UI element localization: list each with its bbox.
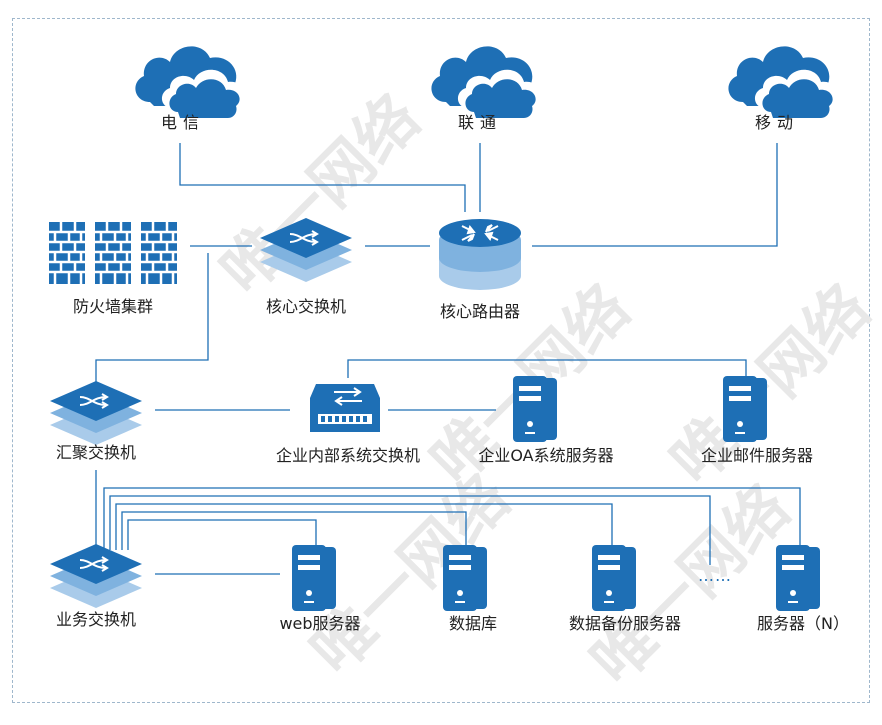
label-oa-server: 企业OA系统服务器 <box>478 446 614 465</box>
label-unicom: 联通 <box>457 113 503 132</box>
label-server-n: 服务器（N） <box>757 614 849 633</box>
server-icon-mail <box>723 376 767 442</box>
firewall-icon-2 <box>93 220 133 286</box>
label-database: 数据库 <box>448 614 498 633</box>
firewall-icon-3 <box>139 220 179 286</box>
label-backup-server: 数据备份服务器 <box>568 614 682 633</box>
label-aggregation-switch: 汇聚交换机 <box>55 443 137 462</box>
label-mail-server: 企业邮件服务器 <box>700 446 814 465</box>
label-telecom: 电信 <box>160 113 206 132</box>
label-internal-switch: 企业内部系统交换机 <box>275 446 421 465</box>
server-icon-oa <box>513 376 557 442</box>
cloud-icon-telecom <box>135 46 245 118</box>
connection-lines <box>95 143 801 575</box>
server-icon-web <box>292 545 336 611</box>
label-core-switch: 核心交换机 <box>265 297 347 316</box>
server-icon-n <box>776 545 820 611</box>
label-business-switch: 业务交换机 <box>55 610 137 629</box>
cloud-icon-mobile <box>728 46 838 118</box>
router-icon <box>439 219 521 290</box>
label-web-server: web服务器 <box>279 614 361 633</box>
server-icon-database <box>443 545 487 611</box>
label-mobile: 移动 <box>754 113 800 132</box>
server-icon-backup <box>592 545 636 611</box>
ellipsis-dots: …… <box>698 566 732 585</box>
label-firewall-cluster: 防火墙集群 <box>72 297 154 316</box>
business-switch-icon <box>49 543 143 609</box>
aggregation-switch-icon <box>49 380 143 446</box>
rack-switch-icon <box>310 384 380 432</box>
label-core-router: 核心路由器 <box>439 302 521 321</box>
cloud-icon-unicom <box>431 46 541 118</box>
diagram-frame <box>12 18 870 703</box>
firewall-icon-1 <box>47 220 87 286</box>
